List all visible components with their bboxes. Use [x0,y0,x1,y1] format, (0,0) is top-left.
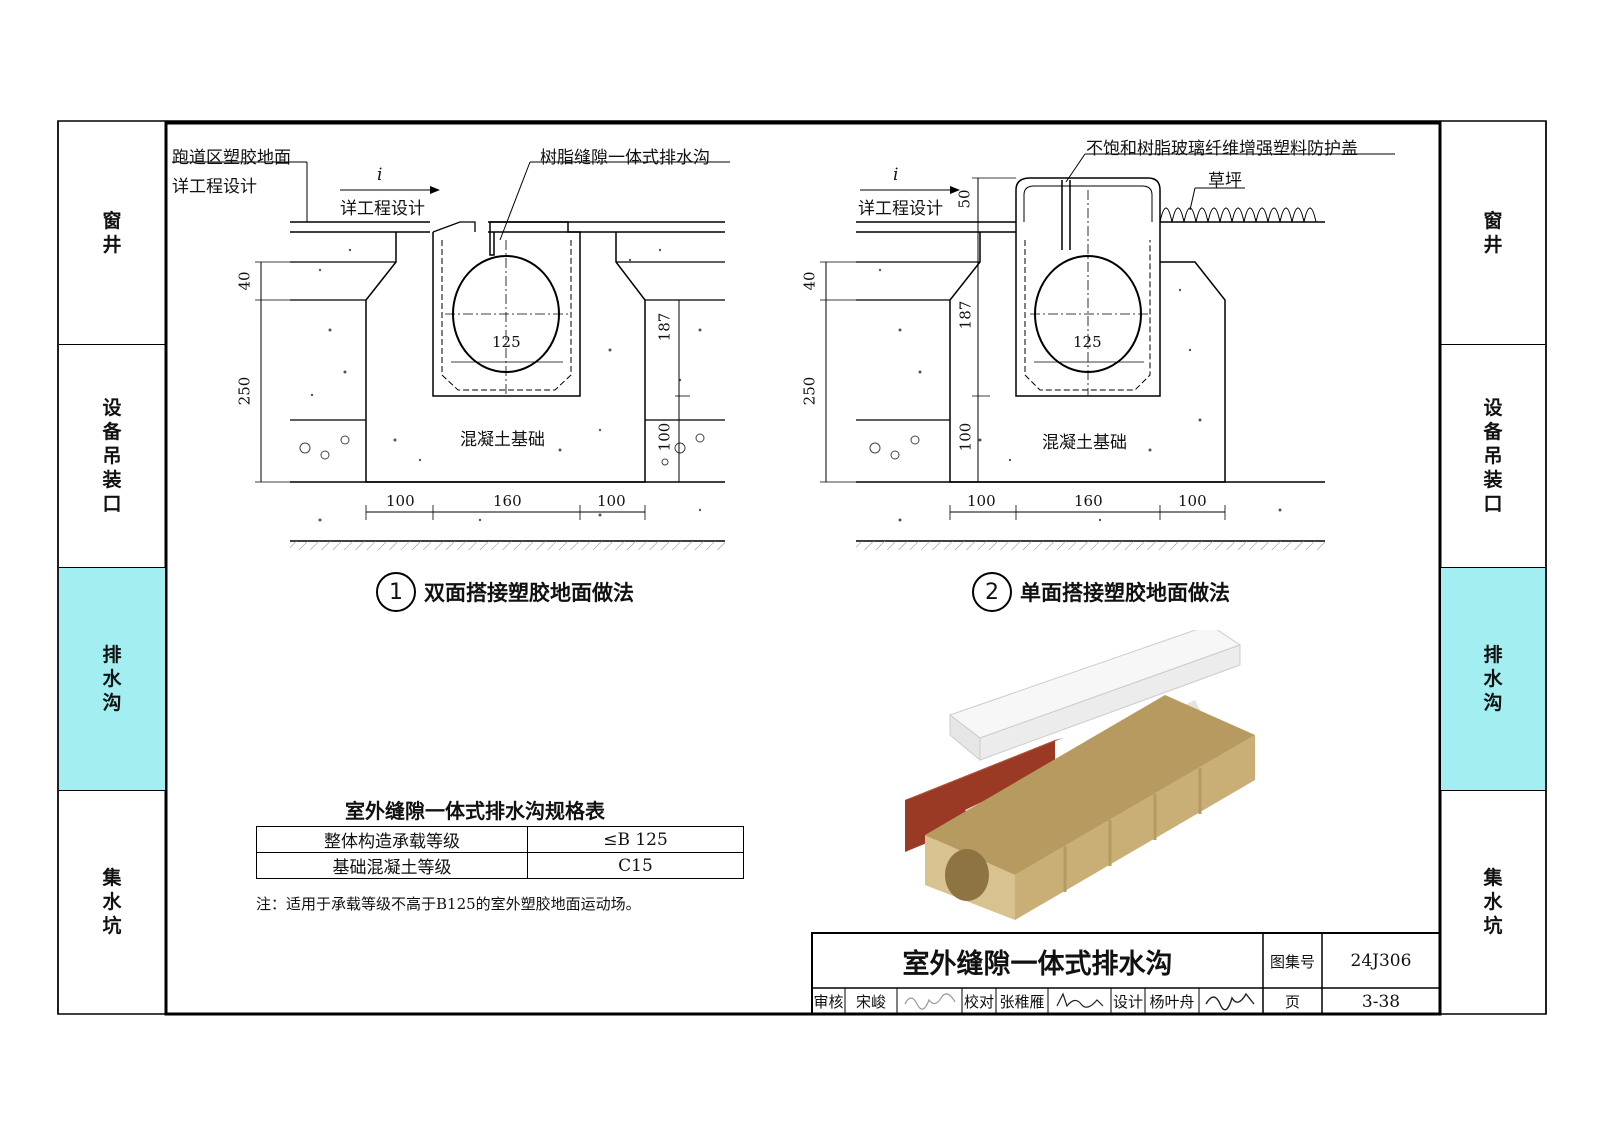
fig1-concrete-label: 混凝土基础 [460,430,545,450]
spec-value: C15 [527,852,744,879]
review-label: 审核 [813,993,844,1011]
side-tab-right-0[interactable]: 窗井 [1441,122,1545,345]
fig2-dim-w-right: 100 [1178,492,1207,510]
fig2-dim-125: 125 [1073,333,1102,351]
atlas-label: 图集号 [1269,952,1315,971]
side-tab-right-3[interactable]: 集水坑 [1441,791,1545,1013]
side-tab-label: 窗井 [1483,210,1503,256]
spec-note: 注：适用于承载等级不高于B125的室外塑胶地面运动场。 [256,895,641,913]
spec-item: 基础混凝土等级 [256,852,528,879]
design-label: 设计 [1112,993,1143,1011]
fig2-concrete-label: 混凝土基础 [1042,433,1127,453]
fig2-detail-label: 详工程设计 [858,199,943,219]
atlas-number: 24J306 [1350,951,1412,971]
fig1-detail2-label: 详工程设计 [340,199,425,219]
spec-table: 整体构造承载等级 ≤B 125 基础混凝土等级 C15 [256,826,744,879]
side-tab-left-3[interactable]: 集水坑 [59,791,165,1013]
side-tab-label: 设备吊装口 [102,397,122,515]
side-tab-right-1[interactable]: 设备吊装口 [1441,345,1545,568]
fig1-detail-label: 详工程设计 [172,177,257,197]
fig2-caption: 2 单面搭接塑胶地面做法 [972,572,1230,612]
check-label: 校对 [963,993,994,1011]
reviewer-signature [904,993,956,1010]
drain-product-illustration [905,630,1255,920]
checker-name: 张稚雁 [999,993,1045,1011]
fig2-dim-w-mid: 160 [1074,492,1103,510]
fig1-caption-text: 双面搭接塑胶地面做法 [424,581,634,605]
fig2-caption-text: 单面搭接塑胶地面做法 [1020,581,1230,605]
side-tab-label: 集水坑 [1483,867,1503,937]
reviewer-name: 宋峻 [855,993,886,1011]
fig2-slope-label: i [893,165,899,185]
side-tab-label: 设备吊装口 [1483,397,1503,515]
fig1-dim-w-mid: 160 [493,492,522,510]
fig1-surface-label: 跑道区塑胶地面 [172,148,291,168]
fig2-caption-number: 2 [972,572,1012,612]
fig1-dim-w-left: 100 [386,492,415,510]
fig1-slope-label: i [377,165,383,185]
sheet-title: 室外缝隙一体式排水沟 [902,948,1173,980]
spec-table-title: 室外缝隙一体式排水沟规格表 [345,799,605,823]
side-tab-left-0[interactable]: 窗井 [59,122,165,345]
page-label: 页 [1284,993,1300,1011]
side-tab-label: 排水沟 [102,644,122,714]
fig1-caption-number: 1 [376,572,416,612]
side-tab-label: 集水坑 [102,867,122,937]
checker-signature [1056,992,1104,1008]
side-tab-label: 排水沟 [1483,644,1503,714]
side-tab-right-2[interactable]: 排水沟 [1441,568,1545,791]
table-row: 基础混凝土等级 C15 [256,852,744,879]
fig2-grass-label: 草坪 [1208,171,1242,191]
fig1-dim-w-right: 100 [597,492,626,510]
fig1-drain-label: 树脂缝隙一体式排水沟 [540,148,710,168]
side-tab-left-1[interactable]: 设备吊装口 [59,345,165,568]
designer-signature [1205,992,1255,1011]
fig2-cover-label: 不饱和树脂玻璃纤维增强塑料防护盖 [1086,139,1358,159]
designer-name: 杨叶舟 [1149,993,1195,1011]
page-number: 3-38 [1361,991,1401,1012]
side-tab-label: 窗井 [102,210,122,256]
fig1-caption: 1 双面搭接塑胶地面做法 [376,572,634,612]
side-tab-left-2[interactable]: 排水沟 [59,568,165,791]
fig1-dim-125: 125 [492,333,521,351]
fig2-dim-w-left: 100 [967,492,996,510]
